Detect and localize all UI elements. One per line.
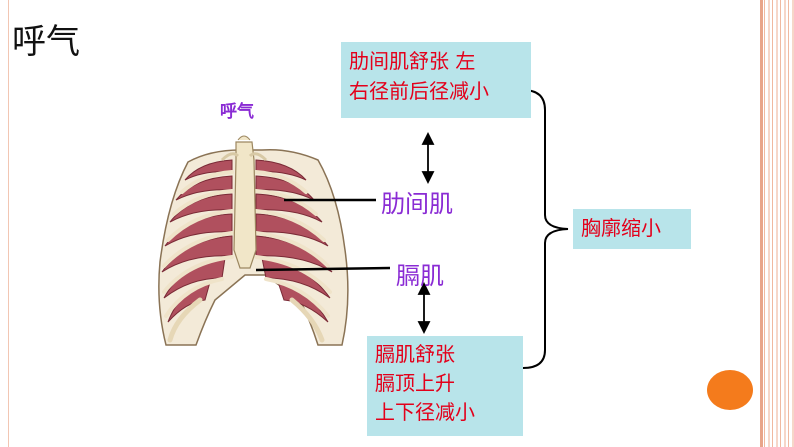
double-arrow-bottom: [417, 281, 431, 335]
ribcage-illustration: [158, 135, 349, 346]
diaphragm-leader-line: [255, 266, 391, 272]
box-diaphragm-relax: 膈肌舒张 膈顶上升 上下径减小: [367, 336, 523, 436]
box-thorax-shrink: 胸廓缩小: [573, 209, 691, 249]
box-line: 上下径减小: [375, 400, 475, 424]
box-line: 膈肌舒张: [375, 342, 455, 366]
figure-caption: 呼气: [220, 102, 254, 122]
double-arrow-top: [421, 131, 435, 185]
box-line: 右径前后径减小: [349, 79, 489, 103]
decorative-side-stripes: [760, 0, 794, 447]
label-intercostal: 肋间肌: [381, 190, 453, 218]
orange-circle-decoration: [707, 370, 753, 410]
box-line: 膈顶上升: [375, 371, 455, 395]
label-diaphragm: 膈肌: [396, 262, 444, 290]
box-intercostal-relax: 肋间肌舒张 左 右径前后径减小: [341, 42, 531, 118]
box-line: 肋间肌舒张 左: [349, 49, 476, 73]
curly-bracket: [522, 89, 569, 369]
decorative-left-line: [8, 0, 9, 447]
slide-title: 呼气: [12, 22, 80, 62]
box-line: 胸廓缩小: [581, 216, 661, 240]
